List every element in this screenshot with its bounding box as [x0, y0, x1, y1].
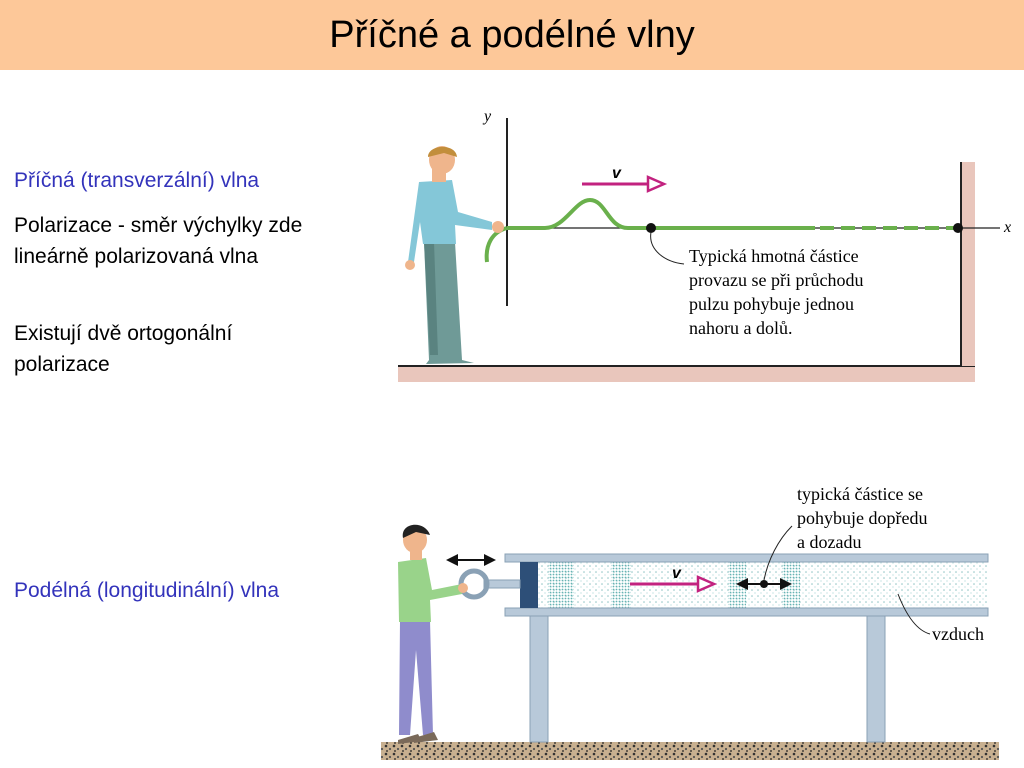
person-top [405, 146, 504, 364]
transverse-heading: Příčná (transverzální) vlna [14, 169, 260, 192]
page-title: Příčné a podélné vlny [329, 13, 695, 56]
longitudinal-heading: Podélná (longitudinální) vlna [14, 579, 280, 602]
particle-caption-line-1: Typická hmotná částice [689, 246, 859, 266]
rope-pulse [507, 197, 815, 230]
particle-dot [646, 223, 656, 233]
title-bar: Příčné a podélné vlny [0, 0, 1024, 70]
rope-end-dot [953, 223, 963, 233]
x-axis-label: x [1003, 219, 1011, 236]
table-leg-right [866, 613, 886, 743]
longitudinal-velocity-label: v [672, 565, 682, 582]
velocity-arrowhead [646, 175, 668, 193]
particle-caption-leader [763, 525, 793, 581]
particle-caption-line-4: nahoru a dolů. [689, 318, 792, 338]
particle-caption-line-3: pulzu pohybuje jednou [689, 294, 854, 314]
polarization-text: Polarizace - směr výchylky zde lineárně … [14, 214, 303, 268]
piston [520, 562, 538, 608]
air-label-leader [897, 593, 931, 635]
y-axis-label: y [482, 108, 492, 125]
compression-4 [782, 562, 800, 608]
piston-rod [483, 579, 521, 589]
air-label: vzduch [932, 624, 984, 644]
air-particle-dot [760, 580, 768, 588]
air-particle-caption-line-2: pohybuje dopředu [797, 508, 927, 528]
person-bottom [398, 524, 468, 744]
compression-2 [611, 562, 631, 608]
air-particle-caption-line-1: typická částice se [797, 484, 923, 504]
longitudinal-velocity-arrowhead [696, 575, 718, 593]
wall [961, 162, 975, 366]
tube-bottom-wall [504, 607, 989, 617]
orthogonal-text: Existují dvě ortogonální polarizace [14, 322, 233, 376]
velocity-label: v [612, 165, 622, 182]
caption-leader [650, 231, 685, 265]
ground [381, 742, 999, 760]
compression-1 [548, 562, 574, 608]
table-leg-left [529, 613, 549, 743]
compression-3 [728, 562, 746, 608]
floor [398, 366, 975, 382]
tube-top-wall [504, 553, 989, 563]
air-particle-caption-line-3: a dozadu [797, 532, 861, 552]
particle-caption-line-2: provazu se při průchodu [689, 270, 863, 290]
